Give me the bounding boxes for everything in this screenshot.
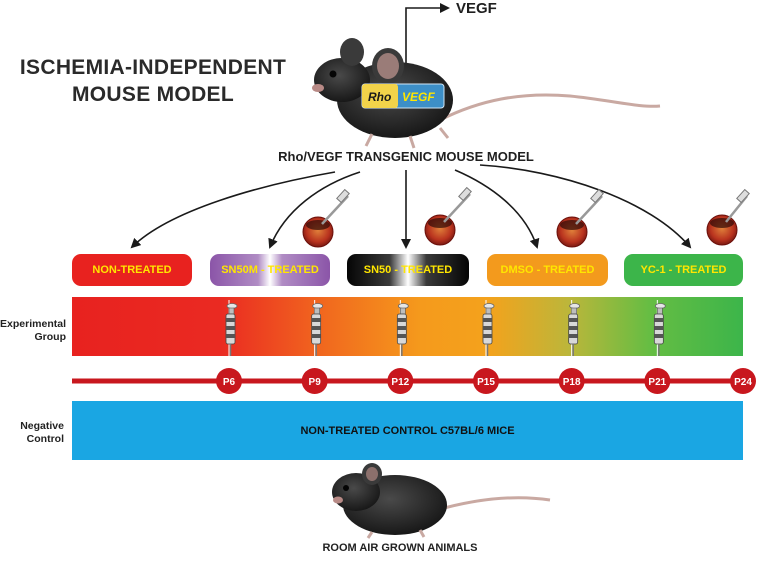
group-label: SN50M - TREATED (221, 264, 319, 276)
experimental-label-line2: Group (34, 331, 67, 343)
rho-vegf-badge: Rho VEGF (361, 83, 445, 109)
control-bar: NON-TREATED CONTROL C57BL/6 MICE (72, 401, 743, 460)
timepoint-label: P15 (477, 377, 495, 388)
negative-label-line1: Negative (20, 420, 64, 432)
eye-injection-icon (424, 186, 472, 246)
eye-injection-icon (556, 188, 604, 248)
syringe-icon (482, 300, 495, 362)
syringe-icon (311, 300, 324, 362)
group-label: YC-1 - TREATED (640, 264, 727, 276)
timepoint-circle (473, 368, 499, 394)
vegf-arrow (405, 3, 450, 90)
syringe-icon (568, 300, 581, 362)
negative-label-line2: Control (26, 433, 64, 445)
syringe-icon (225, 300, 238, 362)
syringe-icon (396, 300, 409, 362)
timepoint-marker: P12 (387, 368, 414, 394)
timepoint-label: P6 (223, 377, 236, 388)
room-air-label: ROOM AIR GROWN ANIMALS (322, 542, 478, 554)
timepoint-label: P9 (309, 377, 322, 388)
timepoint-marker: P6 (216, 368, 242, 394)
eye-injection-icon (706, 188, 750, 246)
timepoint-circle (216, 368, 242, 394)
timepoint-marker: P21 (644, 368, 671, 394)
syringe-icon (653, 300, 666, 362)
timepoint-circle (301, 368, 328, 394)
timepoint-marker: P9 (301, 368, 328, 394)
experimental-label-line1: Experimental (0, 318, 66, 330)
distribution-arrows (130, 164, 692, 249)
timepoint-circle (644, 368, 671, 394)
model-title: ISCHEMIA-INDEPENDENT MOUSE MODEL (8, 54, 298, 108)
eye-injection-icon (302, 188, 350, 248)
badge-rho: Rho (368, 90, 391, 104)
model-title-line2: MOUSE MODEL (72, 83, 234, 106)
negative-control-label: Negative Control (0, 420, 64, 446)
control-bar-label: NON-TREATED CONTROL C57BL/6 MICE (300, 424, 515, 437)
group-dmso-treated: DMSO - TREATED (487, 254, 608, 286)
group-sn50-treated: SN50 - TREATED (347, 254, 469, 286)
timepoint-label: P18 (563, 377, 581, 388)
timepoint-label: P24 (734, 377, 752, 388)
transgenic-model-label: Rho/VEGF TRANSGENIC MOUSE MODEL (278, 149, 534, 164)
group-non-treated: NON-TREATED (72, 254, 192, 286)
timepoint-marker: P18 (558, 368, 585, 394)
vegf-label: VEGF (456, 0, 497, 17)
timepoint-circle (387, 368, 414, 394)
timepoint-label: P12 (391, 377, 409, 388)
timepoint-marker: P15 (473, 368, 499, 394)
mouse-icon (332, 463, 551, 539)
group-label: DMSO - TREATED (500, 264, 595, 276)
mouse-icon (312, 38, 661, 149)
group-label: SN50 - TREATED (363, 264, 453, 276)
group-sn50m-treated: SN50M - TREATED (210, 254, 330, 286)
timepoint-circle (730, 368, 756, 394)
group-yc1-treated: YC-1 - TREATED (624, 254, 743, 286)
timepoint-circle (558, 368, 585, 394)
timepoint-marker: P24 (730, 368, 756, 394)
timepoint-label: P21 (648, 377, 666, 388)
group-label: NON-TREATED (92, 264, 172, 276)
badge-vegf: VEGF (402, 90, 435, 104)
model-title-line1: ISCHEMIA-INDEPENDENT (19, 56, 287, 79)
experimental-group-label: Experimental Group (0, 318, 66, 344)
